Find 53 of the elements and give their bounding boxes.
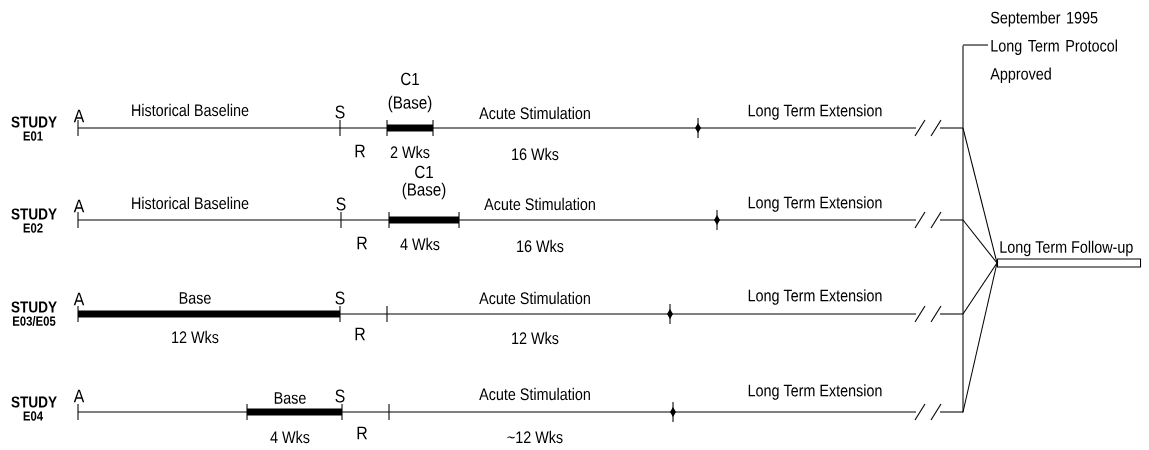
event-letter: S [335,105,345,119]
study-label: E01 [23,131,43,141]
duration-label: ~12 Wks [507,430,563,444]
phase-label: Long Term Extension [748,196,882,212]
event-letter: S [336,197,346,211]
phase-label: (Base) [402,182,446,200]
duration-label: 16 Wks [517,239,564,253]
phase-label: Base [179,292,211,304]
event-letter: S [335,389,345,403]
duration-label: 12 Wks [172,330,219,344]
study-label: STUDY [11,208,57,220]
phase-label: Acute Stimulation [479,387,590,401]
study-label: STUDY [11,116,57,128]
study-label: E03/E05 [13,316,56,326]
phase-label: Long Term Extension [748,104,882,120]
phase-label: Acute Stimulation [479,106,590,120]
phase-label: Acute Stimulation [479,291,590,305]
study-label: STUDY [11,301,57,313]
connector-line [962,262,998,315]
follow-up-bar: Long Term Follow-up [997,240,1142,268]
event-letter: A [73,292,85,306]
approval-note: September 1995 Long Term Protocol Approved [990,11,1117,84]
connector-line [962,127,998,264]
event-letter: R [355,144,365,158]
node-label: Long Term Follow-up [1000,240,1133,257]
duration-label: 16 Wks [512,147,559,161]
event-letter: S [335,291,345,305]
vertical-line [962,45,964,413]
phase-label: Long Term Extension [748,384,882,400]
phase-label: C1 [415,165,433,179]
duration-label: 2 Wks [390,145,430,159]
event-letter: R [357,426,367,440]
event-letter: R [357,236,367,250]
event-letter: R [355,327,365,341]
leader-line [962,44,989,46]
phase-label: Historical Baseline [132,196,249,210]
phase-label: (Base) [388,95,432,113]
study-label: E02 [23,223,43,233]
phase-label: Historical Baseline [132,103,249,117]
connector-line [962,219,998,264]
connector-line [962,262,998,413]
duration-label: 12 Wks [512,331,559,345]
phase-label: Base [274,392,306,404]
phase-label: C1 [401,72,419,86]
study-label: STUDY [11,396,57,408]
study-label: E04 [23,411,43,421]
duration-label: 4 Wks [270,430,310,444]
duration-label: 4 Wks [400,237,440,251]
event-letter: A [73,199,85,213]
event-letter: A [73,389,85,403]
phase-label: Long Term Extension [748,289,882,305]
phase-label: Acute Stimulation [484,197,595,211]
event-letter: A [73,109,85,123]
